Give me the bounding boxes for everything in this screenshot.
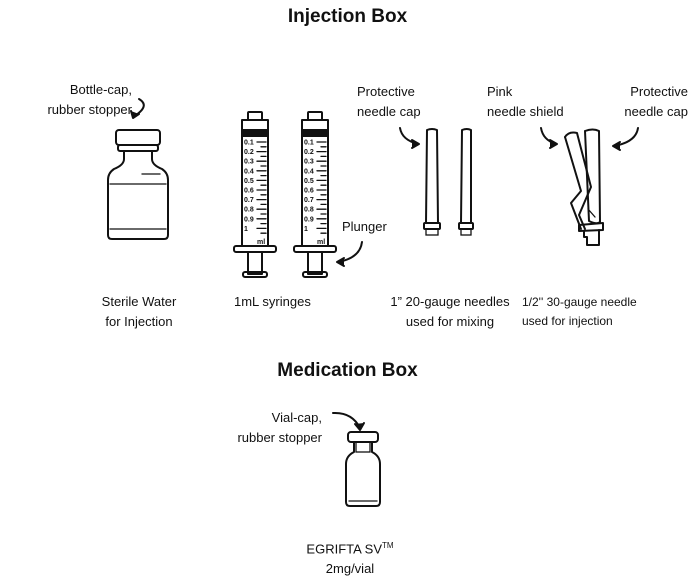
scale-label: 0.8 [304,207,314,214]
mixing-needles-icon [423,128,474,236]
scale-label: 0.6 [304,188,314,195]
scale-label: 0.3 [244,159,254,166]
medication-box-title: Medication Box [277,360,418,381]
egrifta-caption: EGRIFTA SVTM 2mg/vial [290,536,410,579]
bottle-cap-label-line1: Bottle-cap, [69,82,132,97]
scale-label: 0.4 [304,168,314,175]
scale-label: 0.7 [244,197,254,204]
scale-unit: ml [317,239,325,246]
vial-cap-label: Vial-cap, rubber stopper [210,408,322,448]
scale-label: 1 [304,226,308,233]
scale-label: 0.4 [244,168,254,175]
protective-needle-cap-left-line2: needle cap [357,104,421,119]
injection-box-title: Injection Box [287,6,408,27]
scale-label: 0.9 [304,216,314,223]
injection-needle-icon [564,128,604,246]
protective-needle-cap-right-line2: needle cap [624,104,688,119]
syringe-1: 0.1 0.2 0.3 0.4 0.5 0.6 0.7 0.8 0.9 1 ml [233,111,277,278]
protective-needle-cap-label-left: Protective needle cap [357,82,421,122]
egrifta-name: EGRIFTA SV [306,541,383,557]
scale-label: 0.1 [304,140,314,147]
scale-label: 0.9 [244,216,254,223]
syringes-icon: 0.10.20.30.40.50.60.70.80.91ml0.10.20.30… [233,111,337,278]
trademark-mark: TM [382,541,394,550]
protective-needle-cap-label-right: Protective needle cap [590,82,688,122]
bottle-cap-label-line2: rubber stopper [47,102,132,117]
scale-label: 0.2 [244,149,254,156]
syringe-2: 0.1 0.2 0.3 0.4 0.5 0.6 0.7 0.8 0.9 1 ml [293,111,337,278]
egrifta-vial-icon [345,431,381,507]
syringes-caption: 1mL syringes [234,294,311,309]
mixing-needles-caption: 1” 20-gauge needles used for mixing [380,292,520,332]
sterile-water-bottle-icon [107,129,169,240]
vial-cap-label-line1: Vial-cap, [271,410,322,425]
scale-unit: ml [257,239,265,246]
injection-needle-caption-line2: used for injection [522,314,613,328]
sterile-water-caption-line1: Sterile Water [101,294,177,309]
scale-label: 0.6 [244,188,254,195]
egrifta-caption-line1: EGRIFTA SVTM [290,536,410,559]
egrifta-caption-line2: 2mg/vial [325,561,375,577]
pink-needle-shield-line1: Pink [487,84,513,99]
mixing-needles-caption-line2: used for mixing [405,314,495,329]
protective-needle-cap-right-line1: Protective [630,84,688,99]
scale-label: 0.3 [304,159,314,166]
scale-label: 0.5 [244,178,254,185]
scale-label: 0.5 [304,178,314,185]
scale-label: 0.2 [304,149,314,156]
vial-cap-label-line2: rubber stopper [237,430,322,445]
protective-needle-cap-left-line1: Protective [357,84,415,99]
bottle-cap-label: Bottle-cap, rubber stopper [6,80,132,120]
plunger-label: Plunger [342,219,387,234]
pink-needle-shield-line2: needle shield [487,104,564,119]
scale-label: 0.7 [304,197,314,204]
scale-label: 1 [244,226,248,233]
injection-needle-caption-line1: 1/2'' 30-gauge needle [522,295,637,309]
sterile-water-caption-line2: for Injection [105,314,173,329]
pink-needle-shield-label: Pink needle shield [487,82,564,122]
mixing-needles-caption-line1: 1” 20-gauge needles [390,294,510,309]
sterile-water-caption: Sterile Water for Injection [80,292,198,332]
injection-needle-caption: 1/2'' 30-gauge needle used for injection [522,293,637,331]
scale-label: 0.1 [244,140,254,147]
scale-label: 0.8 [244,207,254,214]
